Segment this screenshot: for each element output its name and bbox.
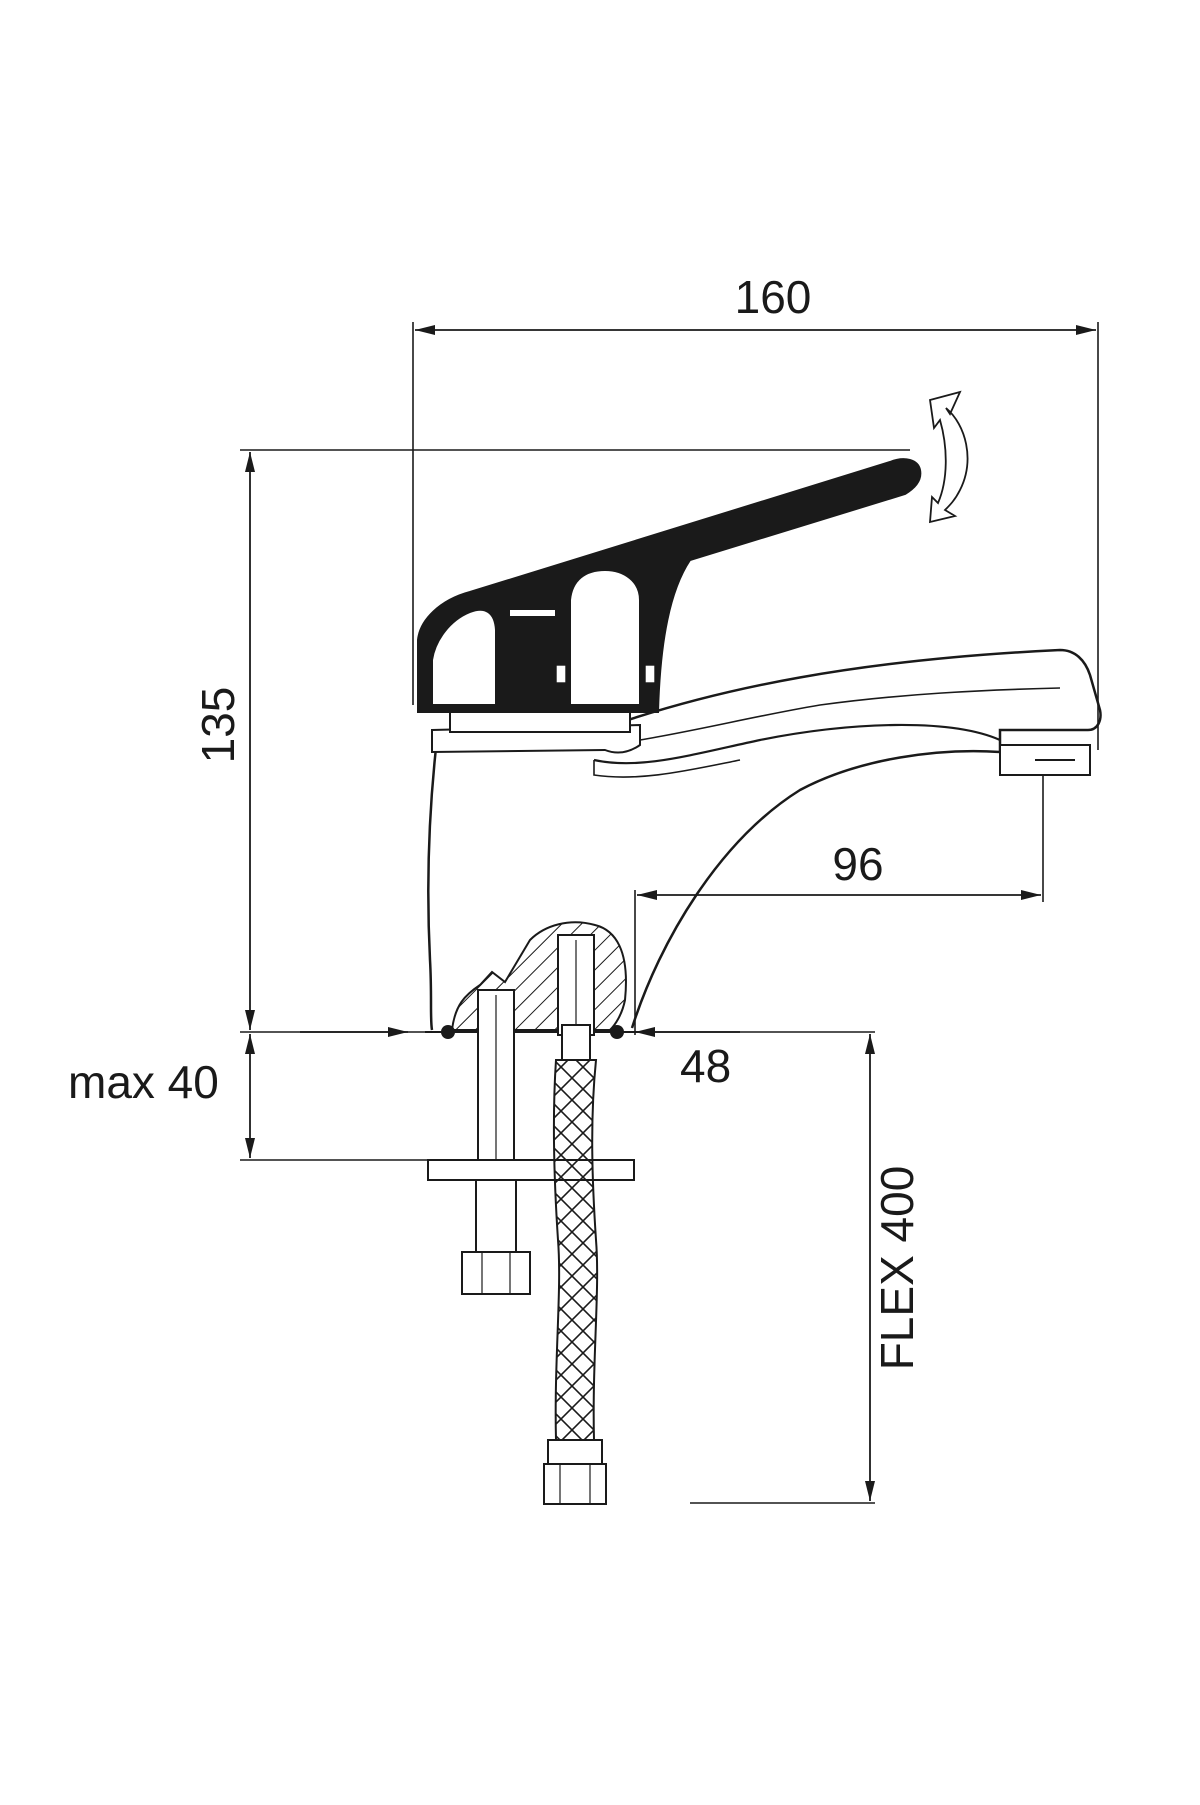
faucet-body xyxy=(427,648,1102,1031)
mounting-stud xyxy=(427,989,635,1295)
dimension-label-135: 135 xyxy=(192,687,244,764)
dimension-label-max-40: max 40 xyxy=(68,1056,219,1108)
dimension-label-96: 96 xyxy=(832,838,883,890)
dimension-overall-length: 160 xyxy=(412,271,1099,750)
flex-hose xyxy=(543,934,607,1505)
dimension-height: 135 xyxy=(192,449,910,1030)
lever-handle xyxy=(417,458,922,713)
dimension-base-diameter: 48 xyxy=(635,1027,740,1092)
dimension-label-160: 160 xyxy=(735,271,812,323)
rotation-arrow-icon xyxy=(928,390,969,524)
dimension-spout-reach: 96 xyxy=(634,760,1044,1035)
dimension-label-flex-400: FLEX 400 xyxy=(871,1166,923,1371)
dimension-label-48: 48 xyxy=(680,1040,731,1092)
dimension-deck-thickness: max 40 xyxy=(68,1027,430,1161)
dimension-flex-hose: FLEX 400 xyxy=(690,1031,923,1504)
base-section xyxy=(425,921,640,1039)
